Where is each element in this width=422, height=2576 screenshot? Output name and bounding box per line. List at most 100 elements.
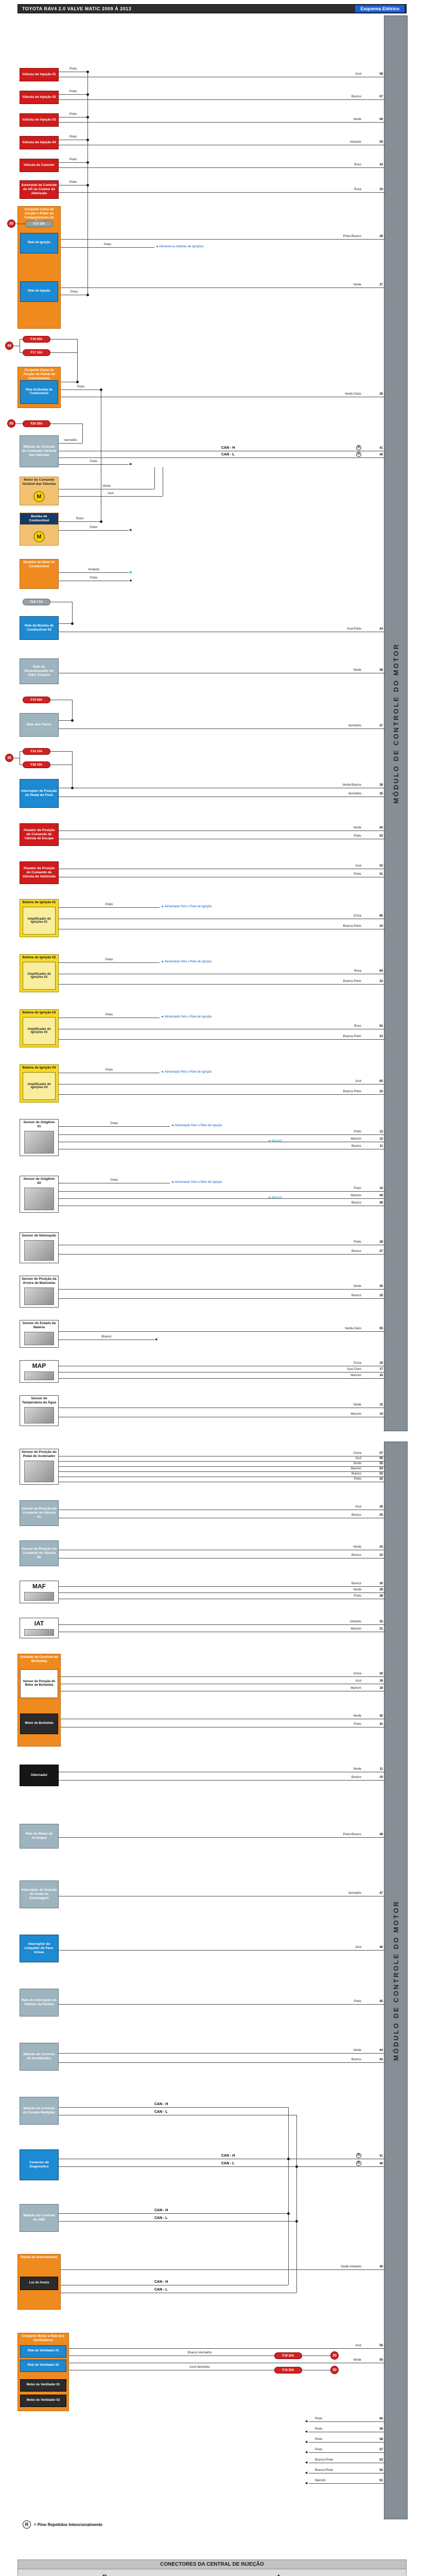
valvula-injecao-02-pin-1: 07 (379, 95, 383, 98)
solenoide-ar-coletor-admissao-label: Solenóide de Controle de AR do Coletor d… (21, 183, 57, 196)
rele-motor-arranque: Rele do Motor de Arranque (20, 1824, 59, 1849)
ecu-bar-bottom: MÓDULO DE CONTROLE DO MOTOR (384, 1442, 408, 2519)
bobina-ignicao-03-wire-label-2: Branco-Preto (343, 1035, 361, 1038)
rele-bomba-combustivel-02-pin-1: 24 (379, 628, 383, 631)
bobina-ignicao-04-wire-2 (59, 1094, 385, 1095)
bobina-ignicao-03-wire-2 (59, 1039, 385, 1040)
painel-instrumentos-pin-0: 40 (379, 2265, 383, 2268)
sensor-comando-valvula-01-label: Sensor de Posição do Comando de Válvula … (22, 1506, 57, 1519)
conjunto-ventiladores-wire-0 (69, 2348, 385, 2349)
ground-arrow-5: ◄ (304, 2470, 308, 2475)
ground-wire-label-3: Preto (315, 2448, 323, 2451)
sensor-comando-valvula-01-wire-label-0: Azul (355, 1505, 361, 1509)
motor-comando-variavel-valvulas-wire-label-0: Verde (102, 485, 111, 488)
alternador-wire-1 (59, 1780, 385, 1781)
medidor-nivel-combustivel: Medidor de Nível de Combustível (20, 559, 59, 589)
bobina-ignicao-02-wire-2 (59, 984, 385, 985)
valvula-canister-wire-label-1: Roxo (354, 163, 361, 166)
ground-wire-label-2: Preto (315, 2438, 323, 2441)
sensor-iat-pin-0: 32 (379, 1620, 383, 1623)
solenoide-ar-coletor-admissao-wire-1 (59, 192, 385, 193)
valvula-injecao-02: Válvula de Injeção 02 (20, 91, 59, 104)
modulo-funcao-multiplex-label: Módulo de Controle da Função Multiplex (23, 2106, 56, 2114)
sensor-comando-valvula-02-wire-label-0: Verde (353, 1546, 361, 1549)
bus-line-12 (296, 2115, 297, 2293)
rele-inibidor-partida-wire-0 (59, 2004, 385, 2005)
caixa-juncao-painel-title: Conjunto Caixa de Junção do Painel de In… (23, 368, 56, 380)
sensor-oxigenio-01-annotation-0: ◄ Alimentado Pelo o Rele de Injeção (171, 1124, 222, 1127)
interruptor-pedal-freio-pin-1: 35 (379, 792, 383, 795)
sensor-detonacao-photo (24, 1240, 54, 1261)
sensor-maf: MAF (20, 1581, 59, 1603)
rele-motor-arranque-label: Rele do Motor de Arranque (25, 1832, 53, 1840)
sensor-maf-wire-1 (59, 1592, 385, 1593)
atuador-comando-valvula-admissao-pin-0: 02 (379, 865, 383, 868)
sensor-arvore-manivelas-wire-1 (59, 1298, 385, 1299)
modulo-funcao-multiplex-wire-0 (59, 2107, 288, 2108)
medidor-nivel-combustivel-wire-label-1: Preto (90, 577, 98, 580)
diagram-title: TOYOTA RAV4 2.0 VALVE MATIC 2009 À 2013 (22, 6, 132, 11)
link-wire-2 (20, 339, 23, 340)
painel-instrumentos-wire-label-2: CAN - L (154, 2288, 168, 2292)
atuador-comando-valvula-escape-wire-label-1: Preto (354, 835, 361, 838)
bobina-ignicao-04-wire-label-1: Azul (355, 1080, 361, 1083)
bus-line-2 (77, 339, 78, 382)
rele-bomba-combustivel-02-wire-0 (59, 623, 72, 624)
valvula-canister-label: Válvula do Canister (23, 163, 55, 167)
bobina-ignicao-01-title: Bobina de Ignição 01 (22, 901, 56, 904)
rele-bomba-combustivel: Rele da Bomba de Combustível (20, 380, 58, 404)
modulo-imobilizador-wire-label-1: Branco (351, 2058, 361, 2061)
bomba-combustivel-wire-1 (59, 530, 129, 531)
rele-inibidor-partida-wire-label-0: Preto (354, 2000, 361, 2003)
interruptor-pedal-embreagem-wire-label-0: Vermelho (348, 1892, 361, 1895)
bomba-combustivel-ground-arrow-1: ◄ (128, 528, 132, 532)
sensor-detonacao-title: Sensor de Detonação (22, 1234, 57, 1238)
valvula-injecao-02-wire-1 (59, 99, 385, 100)
modulo-abs-wire-label-0: CAN - H (154, 2209, 168, 2212)
bobina-ignicao-03-pin-2: 23 (379, 1035, 383, 1038)
bus-line-3 (82, 423, 83, 443)
modulo-funcao-multiplex: Módulo de Controle da Função Multiplex (20, 2097, 59, 2125)
modulo-abs: Módulo de Controle do ABS (20, 2204, 59, 2232)
valvula-injecao-02-wire-label-0: Preto (69, 90, 77, 93)
modulo-imobilizador-pin-1: 43 (379, 2058, 383, 2061)
connector-panel: CONECTORES DA CENTRAL DE INJEÇÃO B A (17, 2560, 407, 2576)
rele-ventilador-02: Rele do Ventilador 02 (20, 2360, 66, 2372)
painel-instrumentos-wire-label-1: CAN - H (154, 2280, 168, 2284)
battery-terminal-30: 30 (330, 2366, 339, 2374)
sensor-detonacao-wire-label-1: Branco (351, 1250, 361, 1253)
bobina-ignicao-01-wire-label-1: Cinza (353, 914, 361, 918)
sensor-pedal-acelerador-pin-4: 53 (379, 1472, 383, 1476)
caixa-juncao-compartimento-motor-wire-label-1: Preto (103, 243, 112, 246)
valvula-injecao-02-wire-0 (59, 94, 87, 95)
sensor-estado-bateria-wire-0 (59, 1331, 385, 1332)
valvula-injecao-02-label: Válvula de Injeção 02 (22, 95, 56, 99)
bobina-ignicao-03-wire-label-1: Roxo (354, 1025, 361, 1028)
solenoide-ar-coletor-admissao-wire-label-1: Rosa (354, 188, 361, 191)
fuse-f38-10a: F38 10A (23, 761, 50, 768)
fuse-f19-30a: F19 30A (274, 2352, 302, 2359)
sensor-map-pin-0: 18 (379, 1362, 383, 1365)
valvula-injecao-03-wire-label-0: Preto (69, 113, 77, 116)
sensor-pedal-acelerador: Sensor de Posição do Pedal do Acelerador (20, 1449, 59, 1485)
modulo-comando-variavel-valvulas-label: Módulo de Controle do Comando Variável d… (22, 445, 57, 457)
rele-injecao: Rele de Injeção (20, 281, 58, 302)
sensor-oxigenio-01-pin-3: 11 (379, 1145, 383, 1148)
sensor-maf-pin-0: 30 (379, 1582, 383, 1585)
sensor-iat-wire-label-1: Marrom (350, 1628, 361, 1631)
valvula-injecao-02-wire-label-1: Branco (351, 95, 361, 98)
sensor-pedal-acelerador-wire-label-0: Cinza (353, 1452, 361, 1455)
rele-farois-label: Rele dos Faróis (26, 722, 52, 726)
sensor-arvore-manivelas-photo (24, 1287, 54, 1305)
caixa-juncao-compartimento-motor-wire-2 (61, 287, 385, 288)
modulo-imobilizador-wire-label-0: Verde (353, 2049, 361, 2052)
modulo-comando-variavel-valvulas-pin-1: 41 (379, 447, 383, 450)
sensor-temperatura-agua-pin-0: 15 (379, 1403, 383, 1406)
motor-ventilador-01: Motor do Ventilador 01 (20, 2379, 66, 2392)
alternador-label: Alternador (30, 1773, 48, 1777)
ground-pin-0: 60 (379, 2417, 383, 2420)
valvula-injecao-04-wire-label-0: Preto (69, 135, 77, 139)
sensor-pedal-acelerador-pin-5: 52 (379, 1478, 383, 1481)
alternador-pin-1: 10 (379, 1776, 383, 1779)
